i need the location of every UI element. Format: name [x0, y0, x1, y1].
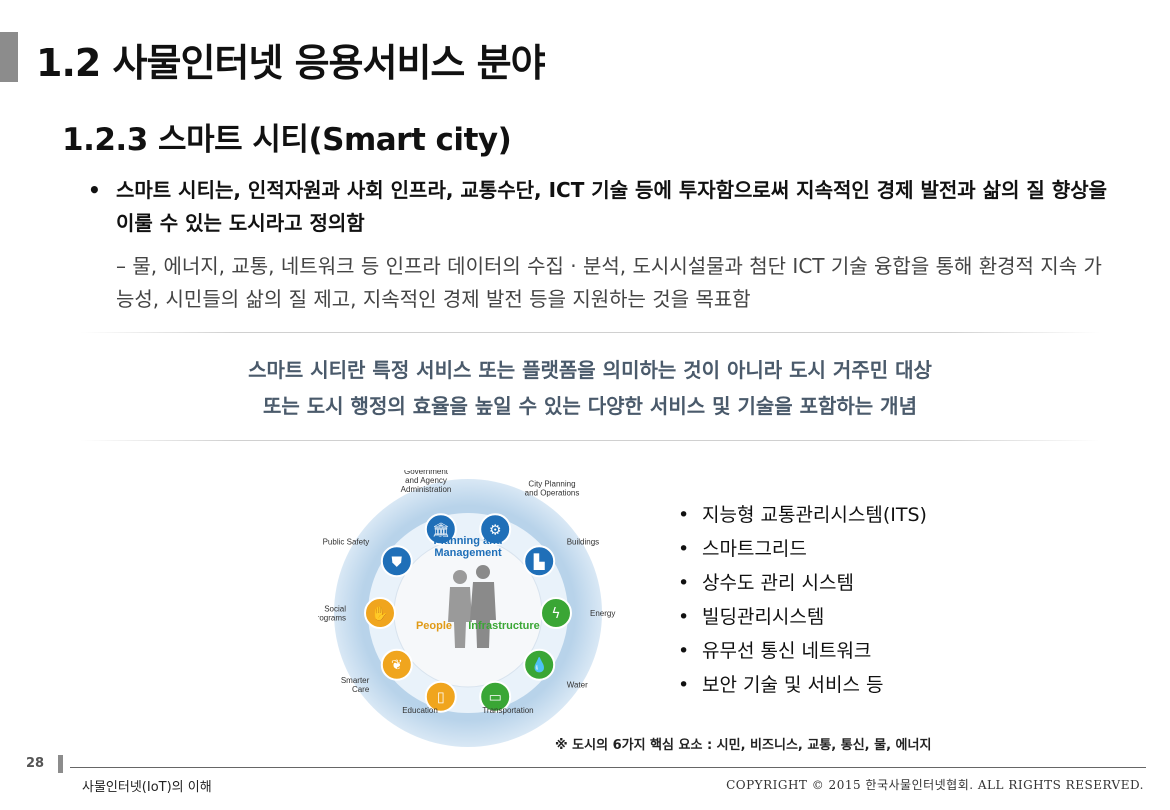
book-icon: ▯: [424, 680, 457, 713]
feature-item: •상수도 관리 시스템: [678, 566, 978, 600]
svg-text:💧: 💧: [530, 657, 547, 674]
svg-text:🏛: 🏛: [432, 521, 450, 538]
svg-text:▙: ▙: [533, 552, 545, 570]
segment-label: Smarter: [341, 676, 370, 685]
center-title-line-2: Management: [434, 547, 502, 559]
care-hands-icon: ❦: [380, 648, 413, 681]
svg-text:▯: ▯: [437, 690, 445, 706]
center-title-line-1: Planning and: [433, 535, 502, 547]
feature-item: •빌딩관리시스템: [678, 600, 978, 634]
segment-label: and Agency: [405, 476, 447, 485]
svg-text:❦: ❦: [391, 658, 403, 674]
page-number-bar: [58, 755, 63, 773]
center-people-label: People: [416, 620, 452, 632]
title-accent-bar: [0, 32, 18, 82]
water-drops-icon: 💧: [523, 648, 556, 681]
segment-label: Social: [324, 605, 346, 614]
segment-label: Energy: [590, 609, 615, 618]
segment-label: Programs: [318, 614, 346, 623]
concept-box: 스마트 시티란 특정 서비스 또는 플랫폼을 의미하는 것이 아니라 도시 거주…: [90, 352, 1090, 424]
sub-bullet-text: – 물, 에너지, 교통, 네트워크 등 인프라 데이터의 수집 · 분석, 도…: [116, 254, 1102, 311]
shield-icon: ⛊: [380, 545, 413, 578]
svg-text:▭: ▭: [489, 690, 502, 706]
segment-label: Transportation: [482, 706, 533, 715]
center-infrastructure-label: Infrastructure: [468, 620, 540, 632]
footnote: ※ 도시의 6가지 핵심 요소 : 시민, 비즈니스, 교통, 통신, 물, 에…: [555, 738, 932, 753]
bullet-dot: •: [88, 178, 101, 202]
buildings-icon: ▙: [523, 545, 556, 578]
bullet-dot: •: [678, 640, 690, 662]
bullet-dot: •: [678, 572, 690, 594]
feature-item: •유무선 통신 네트워크: [678, 634, 978, 668]
section-title: 1.2.3 스마트 시티(Smart city): [62, 122, 512, 158]
divider-bottom: [80, 440, 1100, 441]
government-building-icon: 🏛: [424, 513, 457, 546]
divider-top: [80, 332, 1100, 333]
page-number: 28: [26, 756, 45, 771]
segment-label: and Operations: [525, 489, 580, 498]
concept-line-2: 또는 도시 행정의 효율을 높일 수 있는 다양한 서비스 및 기술을 포함하는…: [263, 394, 917, 418]
segment-label: Administration: [401, 485, 452, 494]
social-hands-icon: ✋: [364, 597, 396, 629]
people-silhouette: [448, 565, 496, 648]
feature-item: •보안 기술 및 서비스 등: [678, 668, 978, 702]
main-bullet: • 스마트 시티는, 인적자원과 사회 인프라, 교통수단, ICT 기술 등에…: [88, 174, 1108, 240]
bullet-dot: •: [678, 674, 690, 696]
svg-text:ϟ: ϟ: [551, 606, 560, 622]
concept-line-1: 스마트 시티란 특정 서비스 또는 플랫폼을 의미하는 것이 아니라 도시 거주…: [248, 358, 932, 382]
bullet-dot: •: [678, 504, 690, 526]
footer-copyright: COPYRIGHT © 2015 한국사물인터넷협회. ALL RIGHTS R…: [726, 778, 1144, 792]
gears-icon: ⚙: [479, 513, 512, 546]
feature-item: •지능형 교통관리시스템(ITS): [678, 498, 978, 532]
segment-label: Government: [404, 470, 449, 476]
page-title: 1.2 사물인터넷 응용서비스 분야: [36, 41, 546, 85]
lightning-icon: ϟ: [540, 597, 572, 629]
footer-course-title: 사물인터넷(IoT)의 이해: [82, 780, 212, 795]
bullet-dot: •: [678, 606, 690, 628]
bullet-dot: •: [678, 538, 690, 560]
svg-text:⛊: ⛊: [392, 554, 403, 570]
segment-label: Education: [402, 706, 438, 715]
segment-label: City Planning: [528, 480, 575, 489]
segment-label: Buildings: [567, 537, 599, 546]
feature-list: •지능형 교통관리시스템(ITS) •스마트그리드 •상수도 관리 시스템 •빌…: [678, 498, 978, 702]
segment-label: Care: [352, 685, 370, 694]
svg-text:✋: ✋: [371, 605, 388, 622]
svg-text:⚙: ⚙: [489, 522, 502, 538]
feature-item: •스마트그리드: [678, 532, 978, 566]
footer-divider: [70, 767, 1146, 768]
segment-label: Water: [567, 681, 588, 690]
main-bullet-text: 스마트 시티는, 인적자원과 사회 인프라, 교통수단, ICT 기술 등에 투…: [116, 178, 1107, 235]
segment-label: Public Safety: [323, 537, 370, 546]
bus-icon: ▭: [479, 680, 512, 713]
